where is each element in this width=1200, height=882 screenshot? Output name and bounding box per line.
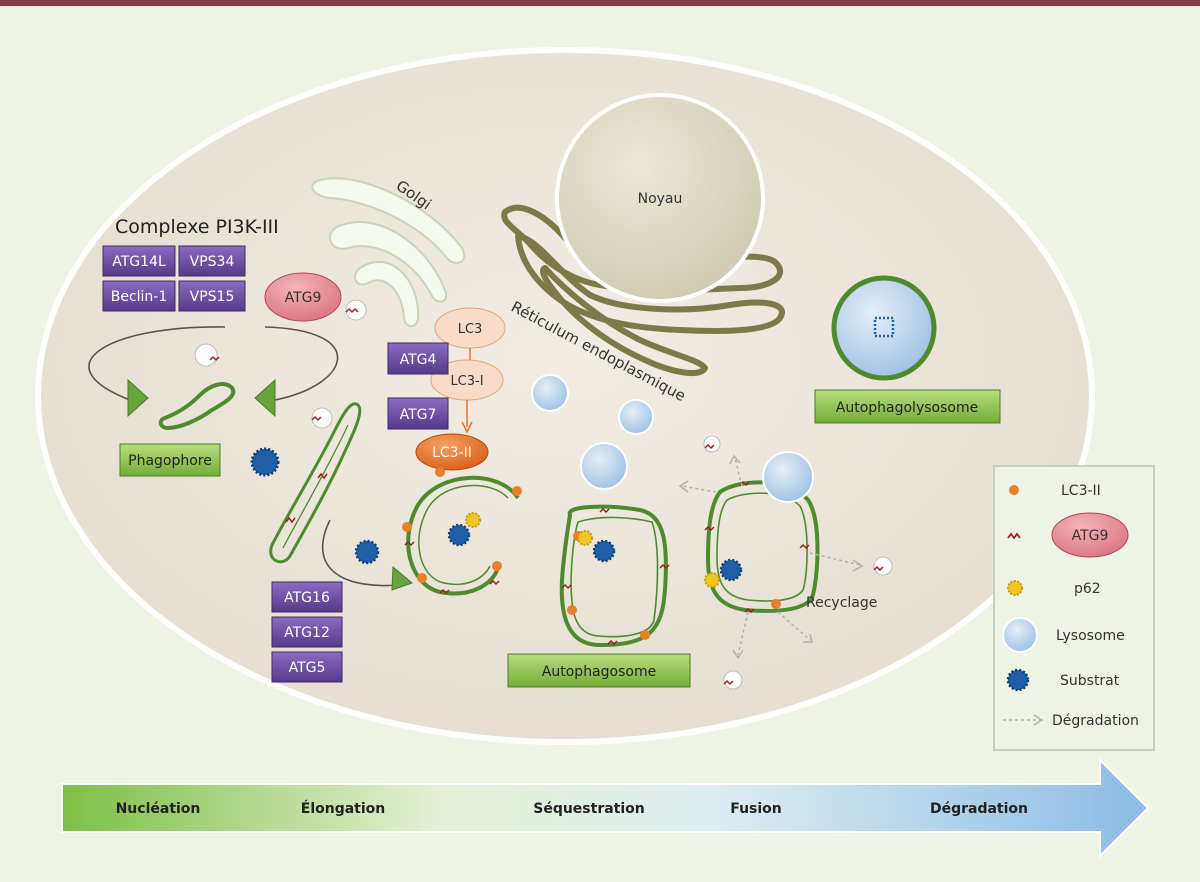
beclin1-box <box>102 280 176 312</box>
atg-conjugation-boxes: ATG16 ATG12 ATG5 <box>271 581 343 683</box>
vesicle-icon <box>194 343 220 367</box>
atg14l-box <box>102 245 176 277</box>
arrowhead-icon <box>391 565 413 591</box>
atg5-label: ATG5 <box>289 660 326 676</box>
atg16-box <box>271 581 343 613</box>
degradation-arrows <box>681 457 861 656</box>
vesicle-icon <box>703 435 721 453</box>
autophagolysosome-debris <box>873 316 895 338</box>
complex-boxes: ATG14L VPS34 Beclin-1 VPS15 <box>102 245 246 312</box>
atg12-label: ATG12 <box>284 625 330 641</box>
lysosome-legend-icon <box>1002 617 1038 653</box>
substrat-icon <box>447 523 471 547</box>
autophagolysosome-label: Autophagolysosome <box>836 400 978 416</box>
legend: LC3-II ATG9 p62 Lysosome Substrat Dégrad… <box>993 465 1155 751</box>
vps15-label: VPS15 <box>190 289 235 305</box>
stage-nucleation: Nucléation <box>116 801 201 817</box>
lc3-label: LC3 <box>458 322 483 337</box>
legend-substrat: Substrat <box>1060 673 1120 689</box>
autophagosome-label: Autophagosome <box>542 664 656 680</box>
atg9-label: ATG9 <box>285 290 322 306</box>
legend-box <box>993 465 1155 751</box>
nucleation-cycle <box>88 326 339 418</box>
elongating-membrane <box>269 402 362 564</box>
p62-icon <box>465 512 481 528</box>
golgi <box>311 177 466 328</box>
atg9-legend-icon <box>1007 532 1021 540</box>
autophagolysosome <box>831 275 937 381</box>
timeline-arrow <box>61 757 1150 859</box>
substrat-legend-icon <box>1006 668 1030 692</box>
substrat-icon <box>354 539 380 565</box>
legend-p62: p62 <box>1074 581 1101 597</box>
vesicle-icon <box>723 670 743 690</box>
lysosome <box>531 374 569 412</box>
stage-degradation: Dégradation <box>930 801 1028 817</box>
legend-lc3-2: LC3-II <box>1061 483 1101 499</box>
atg5-box <box>271 651 343 683</box>
atg7-label: ATG7 <box>400 407 437 423</box>
substrat-icon <box>250 447 280 477</box>
atg9-protein <box>264 272 342 322</box>
noyau-label: Noyau <box>638 191 683 207</box>
beclin1-label: Beclin-1 <box>111 289 168 305</box>
phagophore-tag <box>119 443 221 477</box>
arrow-down-icon <box>461 421 473 434</box>
stage-elongation: Élongation <box>301 800 386 817</box>
arrowhead-icon <box>254 378 276 418</box>
vesicle-icon <box>873 556 893 576</box>
lc3-2-legend-icon <box>1009 485 1019 495</box>
p62-legend-icon <box>1007 580 1023 596</box>
top-bar <box>0 0 1200 6</box>
legend-atg9: ATG9 <box>1072 528 1109 544</box>
atg9-legend-shape <box>1051 512 1129 558</box>
stage-sequestration: Séquestration <box>533 801 645 817</box>
arrowhead-icon <box>1033 714 1044 726</box>
lc3-2-node <box>415 433 489 471</box>
noyau <box>555 93 765 303</box>
legend-lysosome: Lysosome <box>1056 628 1125 644</box>
autophagolysosome-tag <box>814 389 1001 424</box>
sequestration-membrane <box>402 467 522 596</box>
arrowhead-icon <box>678 454 864 660</box>
stage-fusion: Fusion <box>730 801 782 817</box>
recyclage-label: Recyclage <box>806 595 877 611</box>
autophagosome-tag <box>507 653 691 688</box>
p62-icon <box>704 572 720 588</box>
atg7-box <box>387 397 449 430</box>
atg16-label: ATG16 <box>284 590 330 606</box>
lysosome <box>762 451 814 503</box>
atg4-box <box>387 342 449 375</box>
atg14l-label: ATG14L <box>112 254 166 270</box>
atg4-label: ATG4 <box>400 352 437 368</box>
atg12-box <box>271 616 343 648</box>
substrat-icon <box>719 558 743 582</box>
phagophore-label: Phagophore <box>128 453 212 469</box>
complex-title: Complexe PI3K-III <box>115 216 279 238</box>
vps34-label: VPS34 <box>190 254 235 270</box>
p62-icon <box>577 530 593 546</box>
lysosome <box>580 442 628 490</box>
lc3-2-label: LC3-II <box>432 445 472 461</box>
substrat-icon <box>592 539 616 563</box>
arrowhead-icon <box>127 378 149 418</box>
lysosome <box>618 399 654 435</box>
lc3-1-label: LC3-I <box>450 374 483 389</box>
vps34-box <box>178 245 246 277</box>
legend-degradation: Dégradation <box>1052 713 1139 729</box>
vesicle-icon <box>345 299 367 321</box>
vps15-box <box>178 280 246 312</box>
phagophore-membrane <box>158 382 236 431</box>
sequestration-arrow <box>321 519 401 587</box>
lysosomes <box>531 374 654 490</box>
vesicle-icon <box>311 407 333 429</box>
